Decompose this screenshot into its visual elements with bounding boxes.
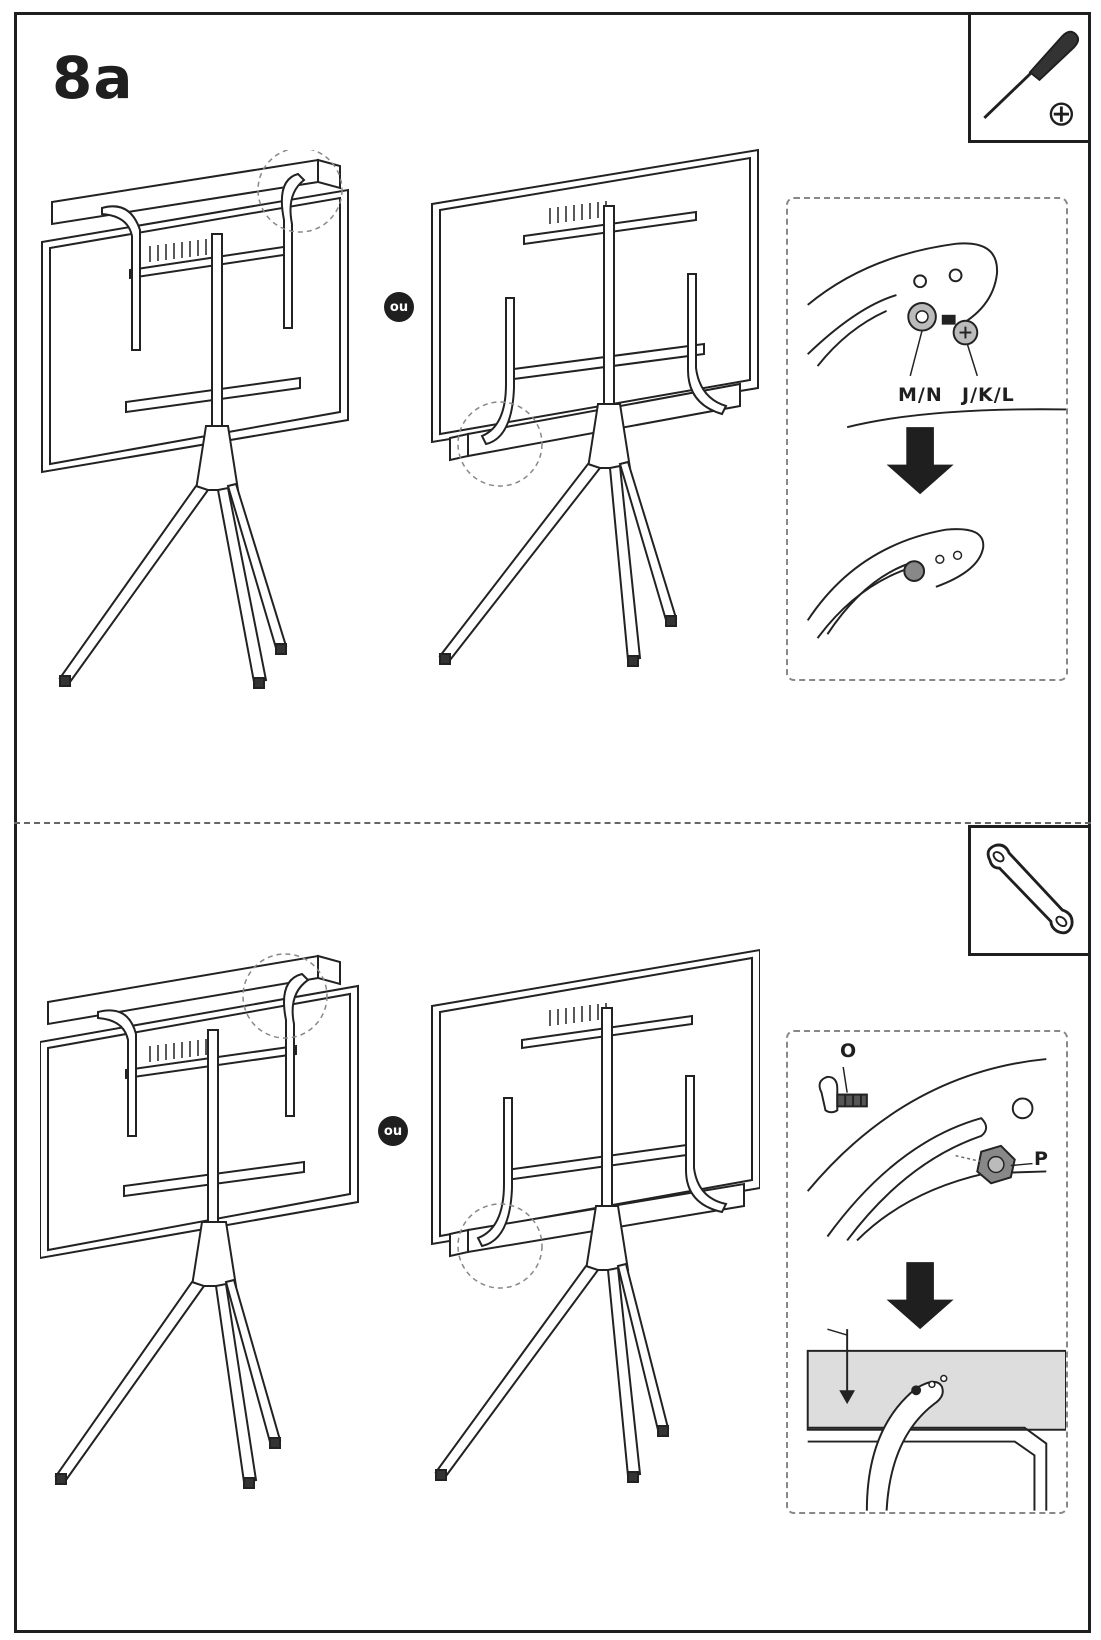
bottom-detail-box xyxy=(786,1030,1068,1514)
nut-label: P xyxy=(1034,1148,1049,1170)
top-detail-box xyxy=(786,197,1068,681)
stand-soundbar-top-illustration-2 xyxy=(40,940,370,1520)
screwdriver-tool-box xyxy=(968,12,1091,143)
wrench-icon xyxy=(986,843,1074,935)
bolt-label: O xyxy=(840,1040,858,1062)
stand-soundbar-bottom-illustration-2 xyxy=(430,948,760,1516)
screw-label: J/K/L xyxy=(962,384,1015,406)
wrench-tool-box xyxy=(968,825,1091,956)
stand-soundbar-bottom-illustration xyxy=(430,148,760,698)
or-separator-badge-bottom: ou xyxy=(378,1116,408,1146)
or-separator-badge-top: ou xyxy=(384,292,414,322)
stand-soundbar-top-illustration xyxy=(40,150,370,720)
section-divider xyxy=(14,822,1091,824)
washer-label: M/N xyxy=(898,384,943,406)
step-number: 8a xyxy=(52,44,134,112)
screwdriver-icon xyxy=(983,30,1079,126)
